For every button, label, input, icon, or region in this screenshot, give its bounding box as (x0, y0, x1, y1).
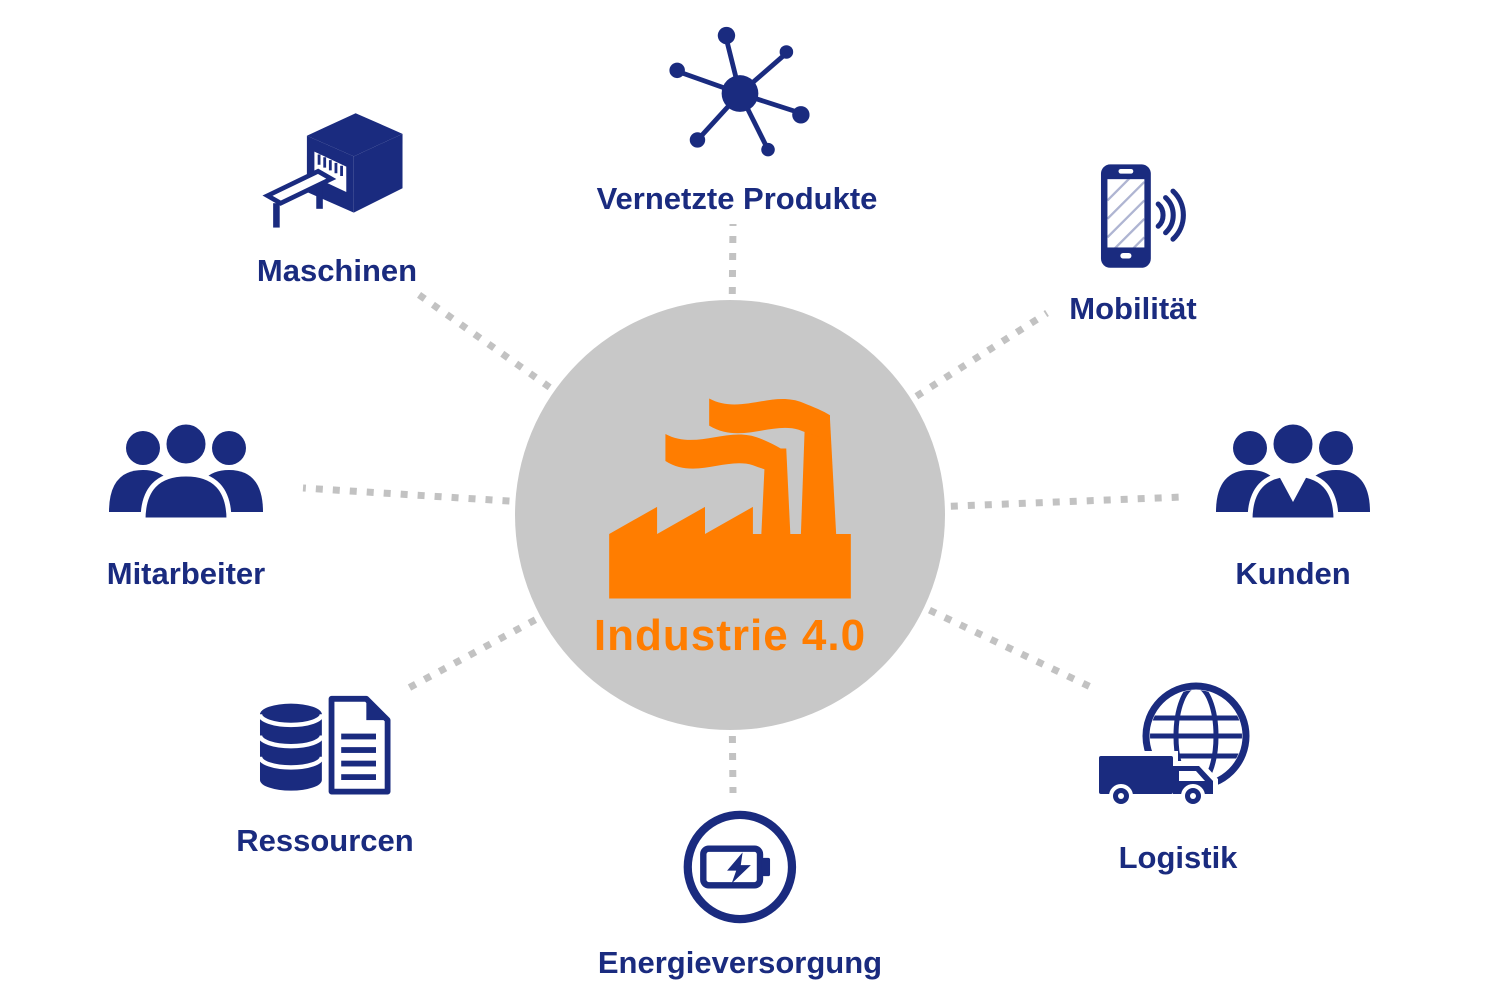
node-vernetzte-produkte: Vernetzte Produkte (596, 22, 878, 217)
node-label: Logistik (1118, 840, 1238, 875)
node-label: Energieversorgung (597, 945, 883, 980)
node-ressourcen: Ressourcen (236, 693, 414, 859)
node-kunden: Kunden (1208, 412, 1378, 592)
factory-icon (609, 398, 851, 599)
node-maschinen: Maschinen (257, 98, 417, 289)
battery-icon (683, 810, 797, 924)
node-label: Kunden (1235, 556, 1351, 591)
node-label: Vernetzte Produkte (596, 181, 878, 216)
node-label: Mitarbeiter (106, 556, 266, 591)
connector-kunden (729, 493, 1184, 519)
node-mobilitaet: Mobilität (1069, 157, 1197, 327)
center-title: Industrie 4.0 (593, 610, 867, 660)
customers-icon (1216, 419, 1370, 523)
smartphone-icon (1100, 164, 1186, 268)
machine-icon (262, 113, 403, 228)
network-icon (669, 26, 810, 157)
node-label: Ressourcen (236, 823, 414, 858)
employees-icon (109, 419, 263, 523)
node-mitarbeiter: Mitarbeiter (101, 412, 271, 592)
node-label: Mobilität (1069, 291, 1197, 326)
node-energieversorgung: Energieversorgung (598, 803, 882, 981)
connector-vernetzte-produkte (726, 223, 737, 516)
center-hub: Industrie 4.0 (515, 300, 945, 730)
node-logistik: Logistik (1093, 676, 1263, 876)
node-label: Maschinen (256, 253, 418, 288)
resources-icon (258, 695, 391, 795)
logistics-icon (1094, 682, 1250, 813)
connector-ressourcen (401, 511, 732, 695)
